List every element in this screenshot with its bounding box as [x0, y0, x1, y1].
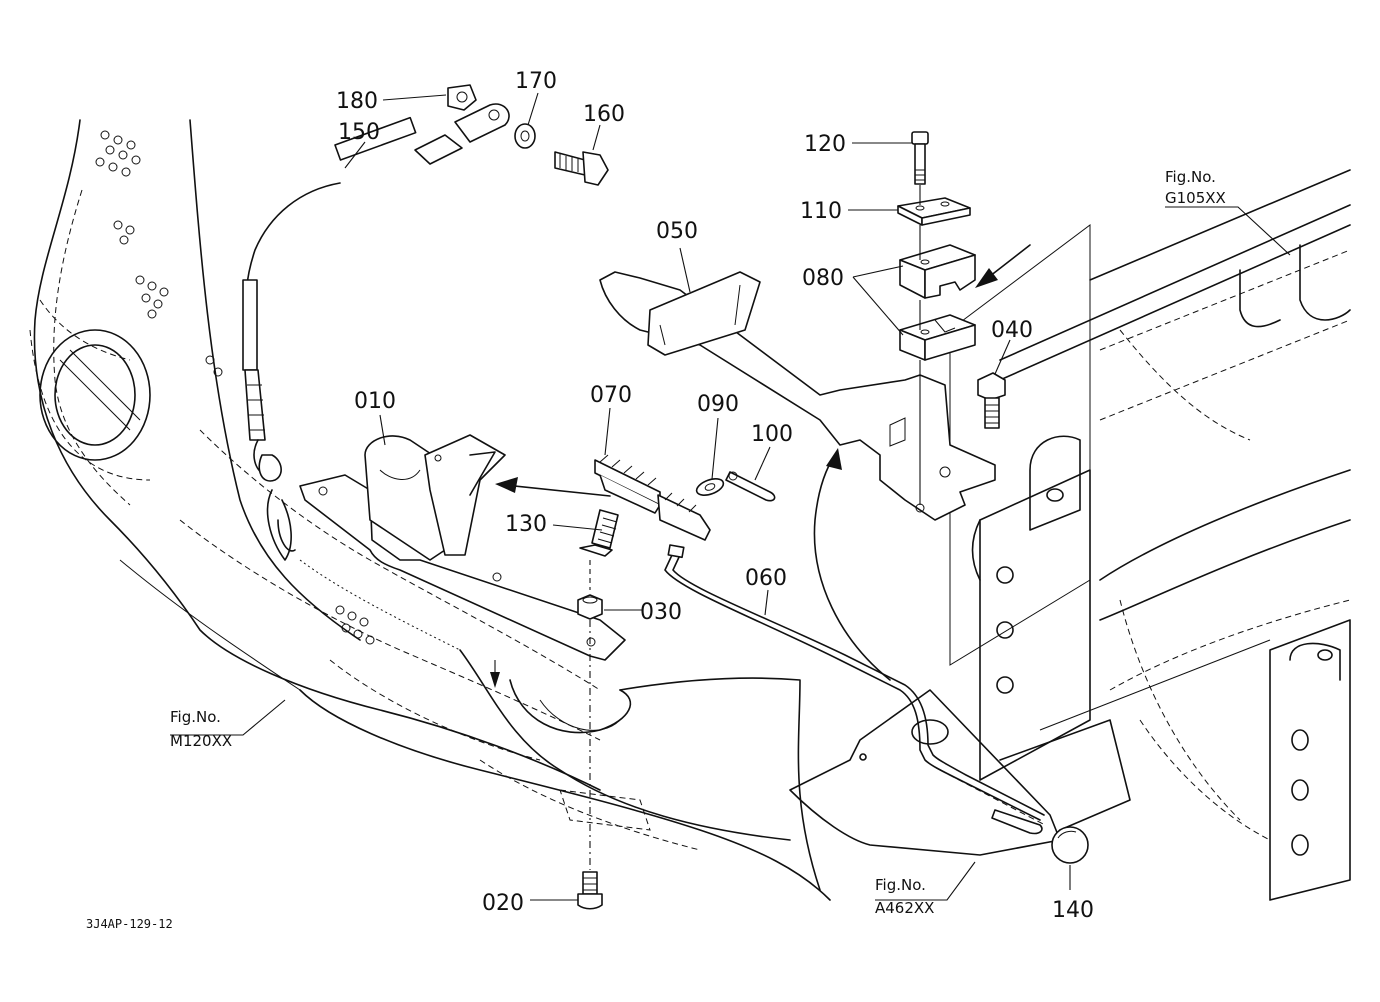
- callout-140: 140: [1052, 898, 1094, 923]
- callout-100: 100: [751, 422, 793, 447]
- part-180-nut: [447, 84, 477, 111]
- part-130-screw: [579, 509, 619, 557]
- callout-060: 060: [745, 566, 787, 591]
- callout-180: 180: [336, 89, 378, 114]
- callout-110: 110: [800, 199, 842, 224]
- part-140-knob: [1051, 826, 1089, 864]
- fig-prefix: Fig.No.: [1165, 168, 1216, 186]
- callout-090: 090: [697, 392, 739, 417]
- figure-ref-g105: Fig.No. G105XX: [1165, 168, 1226, 207]
- part-060-rod: [664, 544, 1046, 826]
- bottom-plate: [789, 689, 1061, 856]
- figure-ref-a462: Fig.No. A462XX: [875, 876, 934, 917]
- fig-code: A462XX: [875, 899, 934, 917]
- part-120-bolt: [911, 131, 929, 185]
- callout-120: 120: [804, 132, 846, 157]
- part-030-nut: [577, 594, 603, 620]
- fig-code: M120XX: [170, 732, 232, 750]
- part-020-bolt: [577, 871, 603, 910]
- callout-170: 170: [515, 69, 557, 94]
- direction-arrows: [490, 244, 1031, 688]
- callout-020: 020: [482, 891, 524, 916]
- callout-080: 080: [802, 266, 844, 291]
- part-160-bolt: [554, 151, 609, 186]
- part-100-pin: [725, 471, 776, 502]
- callout-160: 160: [583, 102, 625, 127]
- part-090-washer: [695, 478, 725, 496]
- part-070-hinge: [594, 454, 711, 541]
- callout-070: 070: [590, 383, 632, 408]
- grille-holes: [95, 130, 375, 645]
- callout-030: 030: [640, 600, 682, 625]
- callout-labels: 180 170 160 150 120 110 080 050 040 010 …: [336, 69, 1094, 923]
- callout-150: 150: [338, 120, 380, 145]
- part-010-bracket: [299, 434, 626, 661]
- figure-ref-m120: Fig.No. M120XX: [170, 708, 232, 750]
- part-170-washer: [514, 123, 536, 149]
- callout-050: 050: [656, 219, 698, 244]
- reference-box: [949, 224, 1091, 666]
- callout-040: 040: [991, 318, 1033, 343]
- fig-code: G105XX: [1165, 189, 1226, 207]
- part-040-bolt: [977, 372, 1006, 429]
- part-050-bracket: [599, 271, 996, 521]
- lower-skirt: [459, 649, 821, 891]
- leader-lines: [170, 92, 1291, 901]
- callout-010: 010: [354, 389, 396, 414]
- part-110-plate: [897, 197, 971, 226]
- fig-prefix: Fig.No.: [170, 708, 221, 726]
- callout-130: 130: [505, 512, 547, 537]
- hood-body-panel: [29, 119, 831, 901]
- drawing-code: 3J4AP-129-12: [86, 917, 173, 931]
- part-080-blocks: [899, 244, 976, 361]
- part-150-cable: [242, 103, 510, 561]
- right-frame: [971, 169, 1351, 901]
- fig-prefix: Fig.No.: [875, 876, 926, 894]
